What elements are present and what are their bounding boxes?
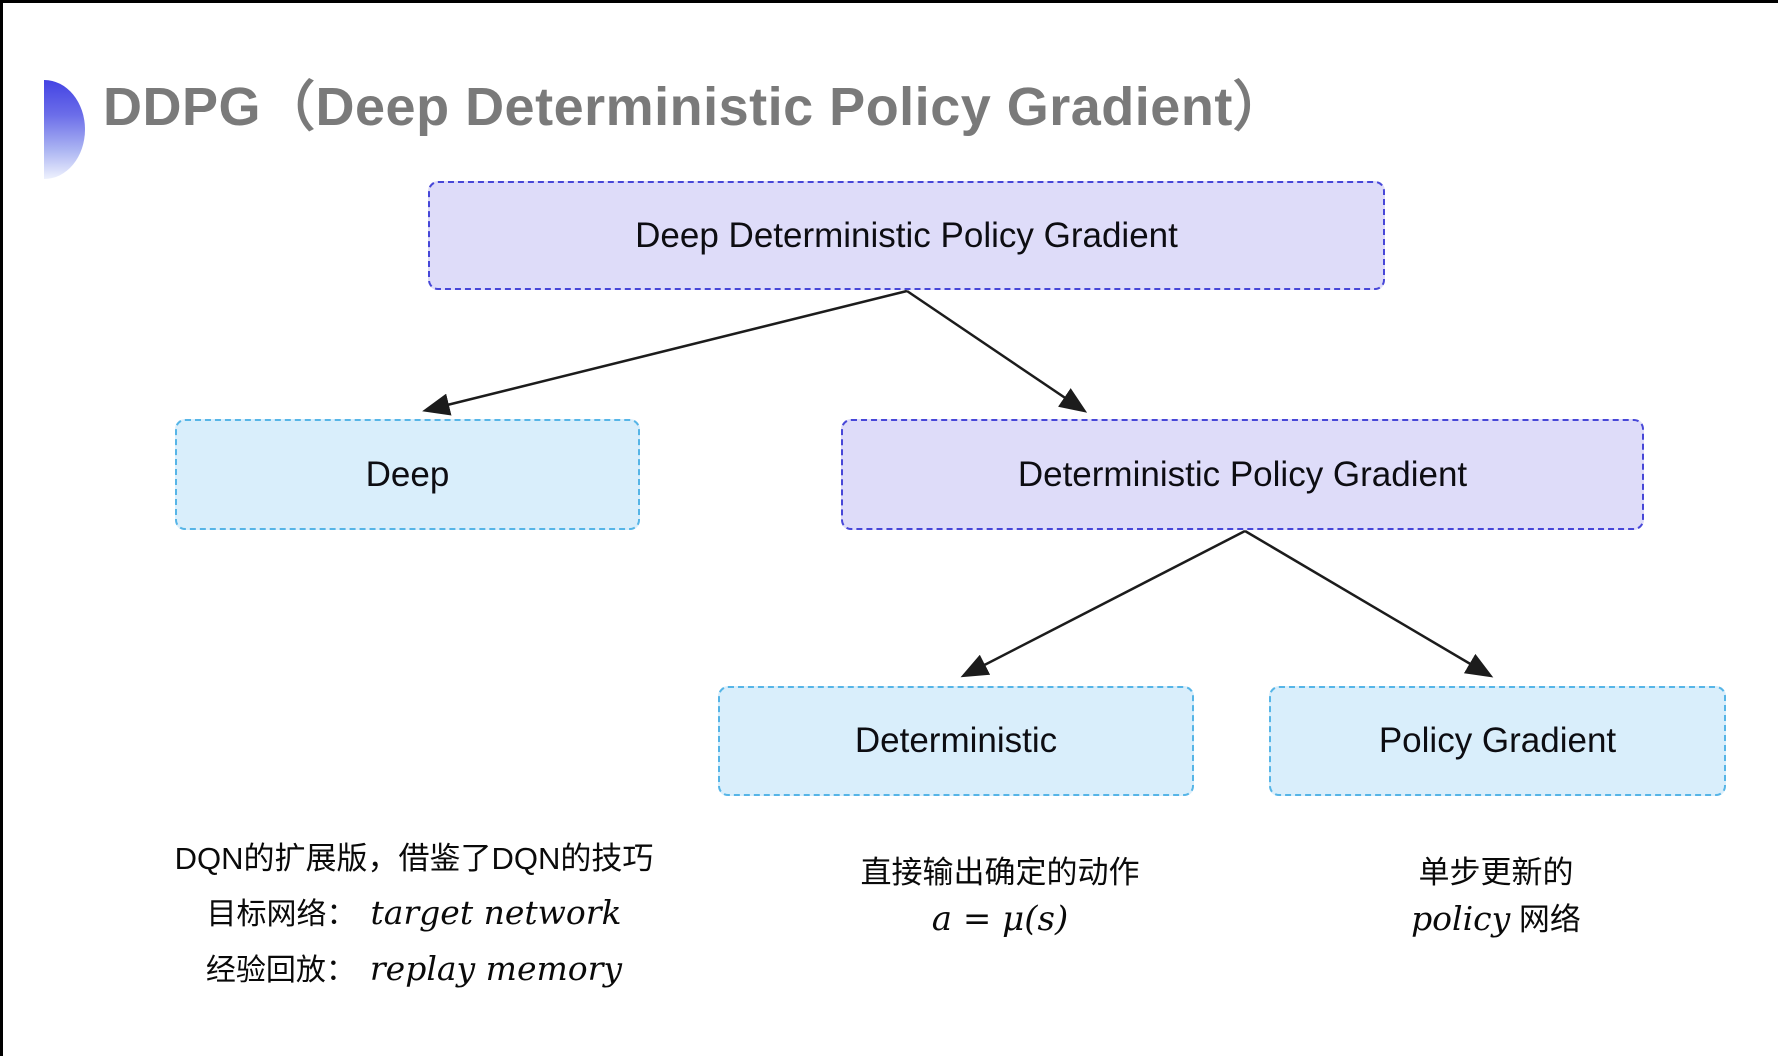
arrow-dpg-to-policy-gradient bbox=[1244, 529, 1494, 678]
note-deep-line2-value: target network bbox=[370, 893, 622, 932]
node-label: Policy Gradient bbox=[1378, 721, 1617, 760]
note-policy-gradient: 单步更新的 policy 网络 bbox=[1330, 853, 1662, 941]
node-deep-deterministic-policy-gradient: Deep Deterministic Policy Gradient bbox=[428, 181, 1385, 290]
node-label: Deep bbox=[365, 454, 450, 494]
node-label: Deterministic Policy Gradient bbox=[1017, 454, 1468, 494]
note-deterministic: 直接输出确定的动作 a = μ(s) bbox=[793, 853, 1207, 939]
note-deep-line2-label: 目标网络： bbox=[206, 898, 357, 931]
arrow-root-to-dpg bbox=[906, 289, 1088, 413]
note-pg-line2-italic: policy bbox=[1411, 899, 1511, 938]
note-deep-line1: DQN的扩展版，借鉴了DQN的技巧 bbox=[174, 841, 654, 876]
title-bullet-icon bbox=[44, 80, 85, 179]
note-pg-line2: policy 网络 bbox=[1330, 899, 1662, 941]
node-label: Deep Deterministic Policy Gradient bbox=[635, 215, 1178, 255]
note-det-formula: a = μ(s) bbox=[931, 899, 1069, 939]
node-deterministic-policy-gradient: Deterministic Policy Gradient bbox=[841, 419, 1644, 530]
note-deep-line3: 经验回放： replay memory bbox=[131, 949, 697, 991]
node-label: Deterministic bbox=[854, 721, 1058, 760]
note-deep-line3-label: 经验回放： bbox=[205, 954, 356, 987]
note-deep-line2: 目标网络： target network bbox=[131, 893, 697, 935]
node-deterministic: Deterministic bbox=[718, 686, 1194, 796]
arrow-root-to-deep bbox=[422, 289, 908, 416]
page-title: DDPG（Deep Deterministic Policy Gradient） bbox=[103, 77, 1288, 137]
note-pg-line1: 单步更新的 bbox=[1418, 855, 1574, 890]
note-pg-line2-rest: 网络 bbox=[1510, 902, 1581, 937]
note-det-line1: 直接输出确定的动作 bbox=[860, 855, 1140, 890]
node-deep: Deep bbox=[175, 419, 640, 530]
note-deep-line3-value: replay memory bbox=[369, 949, 623, 988]
arrow-dpg-to-deterministic bbox=[960, 529, 1246, 678]
note-deep: DQN的扩展版，借鉴了DQN的技巧 目标网络： target network 经验… bbox=[131, 839, 697, 991]
node-policy-gradient: Policy Gradient bbox=[1269, 686, 1726, 796]
